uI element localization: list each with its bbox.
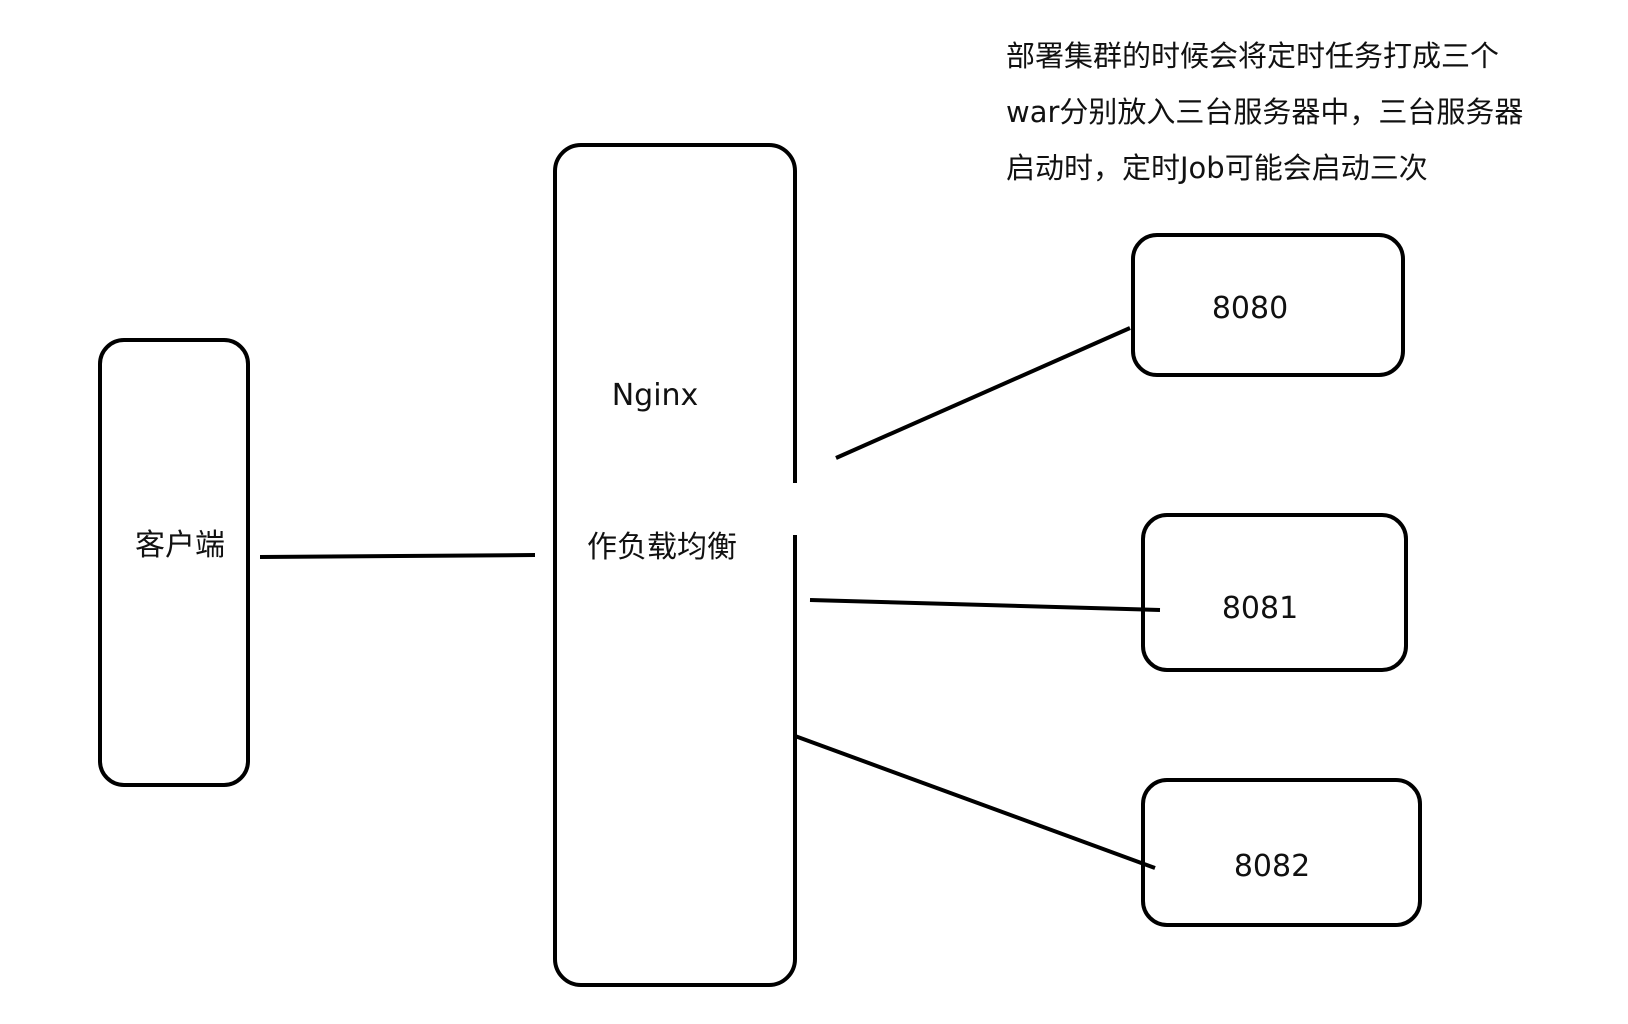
- nginx-8082-link: [794, 734, 1156, 870]
- server-8082-label: 8082: [1234, 849, 1310, 884]
- annotation-note: 部署集群的时候会将定时任务打成三个 war分别放入三台服务器中，三台服务器 启动…: [1006, 28, 1606, 196]
- nginx-box: [553, 143, 797, 987]
- annotation-line-3: 启动时，定时Job可能会启动三次: [1006, 151, 1428, 185]
- nginx-8081-link: [809, 598, 1161, 612]
- server-8080-box: [1131, 233, 1405, 377]
- nginx-subtitle: 作负载均衡: [587, 530, 737, 565]
- server-8080-label: 8080: [1212, 291, 1288, 326]
- server-8082-box: [1141, 778, 1422, 927]
- annotation-line-2: war分别放入三台服务器中，三台服务器: [1006, 95, 1524, 129]
- client-label: 客户端: [135, 528, 225, 563]
- server-8081-box: [1141, 513, 1408, 672]
- nginx-title: Nginx: [612, 378, 699, 413]
- server-8081-label: 8081: [1222, 591, 1298, 626]
- client-box: [98, 338, 250, 787]
- nginx-8080-link: [835, 326, 1131, 460]
- annotation-line-1: 部署集群的时候会将定时任务打成三个: [1006, 39, 1500, 73]
- client-nginx-link: [259, 553, 536, 559]
